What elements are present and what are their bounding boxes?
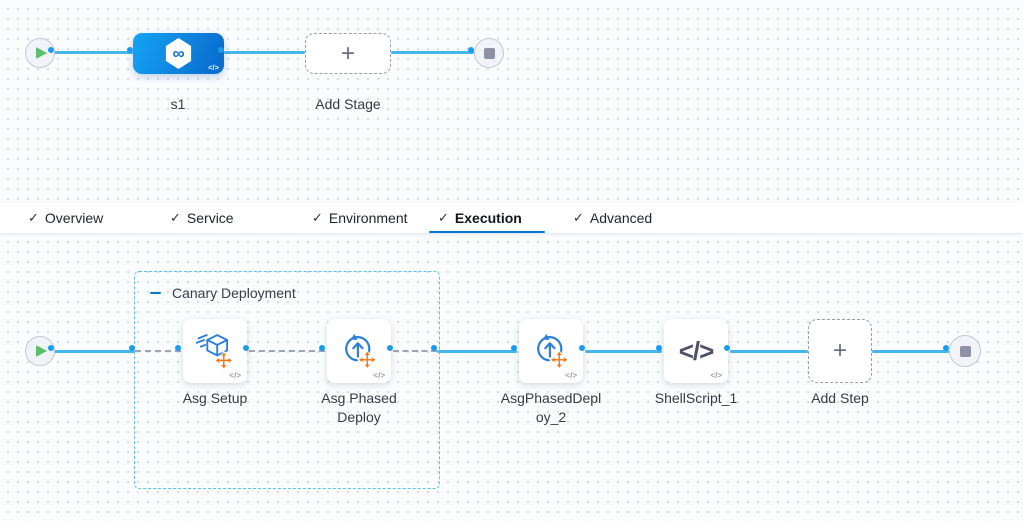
step-label: Asg Setup <box>182 390 248 406</box>
pipeline-start-node <box>25 38 55 68</box>
plus-icon: + <box>832 337 847 364</box>
code-badge-icon: </> <box>710 371 722 380</box>
tab-environment[interactable]: ✓ Environment <box>304 203 416 233</box>
connector-dot <box>48 47 54 53</box>
connector-dot <box>218 47 224 53</box>
step-card-asg-phased-deploy-2[interactable]: </> <box>519 319 583 383</box>
connector-line <box>224 51 305 54</box>
step-card-asg-phased-deploy[interactable]: </> <box>327 319 391 383</box>
add-step-button[interactable]: + <box>808 319 872 383</box>
connector-dot <box>129 345 135 351</box>
group-header: Canary Deployment <box>150 285 296 301</box>
step-label: ShellScript_1 <box>654 390 738 406</box>
stage-graph-canvas: ∞ </> + s1 Add Stage <box>0 0 1023 203</box>
connector-line <box>54 51 133 54</box>
connector-dot <box>431 345 437 351</box>
tab-label: Environment <box>328 210 408 226</box>
step-label: Asg Phased Deploy <box>321 390 397 425</box>
group-title: Canary Deployment <box>172 285 296 301</box>
connector-dot <box>243 345 249 351</box>
connector-dot <box>511 345 517 351</box>
connector-line <box>585 350 662 353</box>
connector-dot <box>943 345 949 351</box>
collapse-group-icon[interactable] <box>150 291 161 295</box>
asg-phased-deploy-icon <box>537 334 570 370</box>
check-icon: ✓ <box>28 210 39 225</box>
tab-advanced[interactable]: ✓ Advanced <box>565 203 660 233</box>
connector-dot <box>127 47 133 53</box>
stage-name-label: s1 <box>170 96 186 112</box>
dashed-connector-line <box>249 350 325 352</box>
dashed-connector-line <box>393 350 437 352</box>
connector-dot <box>656 345 662 351</box>
tab-execution[interactable]: ✓ Execution <box>429 203 545 233</box>
connector-line <box>872 350 949 353</box>
step-card-asg-setup[interactable]: </> <box>183 319 247 383</box>
connector-dot <box>319 345 325 351</box>
infinity-glyph: ∞ <box>172 43 185 63</box>
add-step-label: Add Step <box>811 390 869 406</box>
connector-line <box>54 350 135 353</box>
stage-config-tabbar: ✓ Overview ✓ Service ✓ Environment ✓ Exe… <box>0 203 1023 233</box>
connector-dot <box>175 345 181 351</box>
code-badge-icon: </> <box>565 371 577 380</box>
check-icon: ✓ <box>312 210 323 225</box>
connector-dot <box>724 345 730 351</box>
connector-dot <box>48 345 54 351</box>
plus-icon: + <box>340 39 355 67</box>
play-icon <box>36 345 47 357</box>
execution-graph-canvas: Canary Deployment <box>0 233 1023 521</box>
connector-dot <box>579 345 585 351</box>
stage-node-s1[interactable]: ∞ </> <box>133 33 224 74</box>
execution-end-node <box>949 335 981 367</box>
connector-line <box>437 350 517 353</box>
asg-phased-deploy-icon <box>345 334 378 370</box>
tab-service[interactable]: ✓ Service <box>162 203 242 233</box>
tab-label: Advanced <box>589 210 653 226</box>
tab-label: Overview <box>44 210 104 226</box>
cd-module-icon: ∞ <box>165 38 192 69</box>
add-stage-label: Add Stage <box>315 96 381 112</box>
connector-line <box>730 350 808 353</box>
code-badge-icon: </> <box>373 371 385 380</box>
pipeline-end-node <box>474 38 504 68</box>
step-label: AsgPhasedDeploy_2 <box>500 390 602 425</box>
add-stage-button[interactable]: + <box>305 33 391 74</box>
shell-script-icon: </> <box>678 335 715 366</box>
check-icon: ✓ <box>438 210 449 225</box>
code-badge-icon: </> <box>208 63 219 72</box>
dashed-connector-line <box>135 350 181 352</box>
tab-label: Execution <box>454 210 522 226</box>
code-badge-icon: </> <box>229 371 241 380</box>
check-icon: ✓ <box>573 210 584 225</box>
play-icon <box>36 47 47 59</box>
stop-icon <box>483 47 495 59</box>
step-card-shellscript-1[interactable]: </> </> <box>664 319 728 383</box>
step-group-canary-deployment: Canary Deployment <box>134 271 440 489</box>
tab-label: Service <box>186 210 234 226</box>
active-tab-underline <box>429 230 545 233</box>
stop-icon <box>959 345 971 357</box>
execution-start-node <box>25 336 55 366</box>
tab-overview[interactable]: ✓ Overview <box>20 203 111 233</box>
connector-dot <box>387 345 393 351</box>
check-icon: ✓ <box>170 210 181 225</box>
connector-dot <box>468 47 474 53</box>
asg-setup-icon <box>195 334 234 371</box>
connector-line <box>391 51 474 54</box>
